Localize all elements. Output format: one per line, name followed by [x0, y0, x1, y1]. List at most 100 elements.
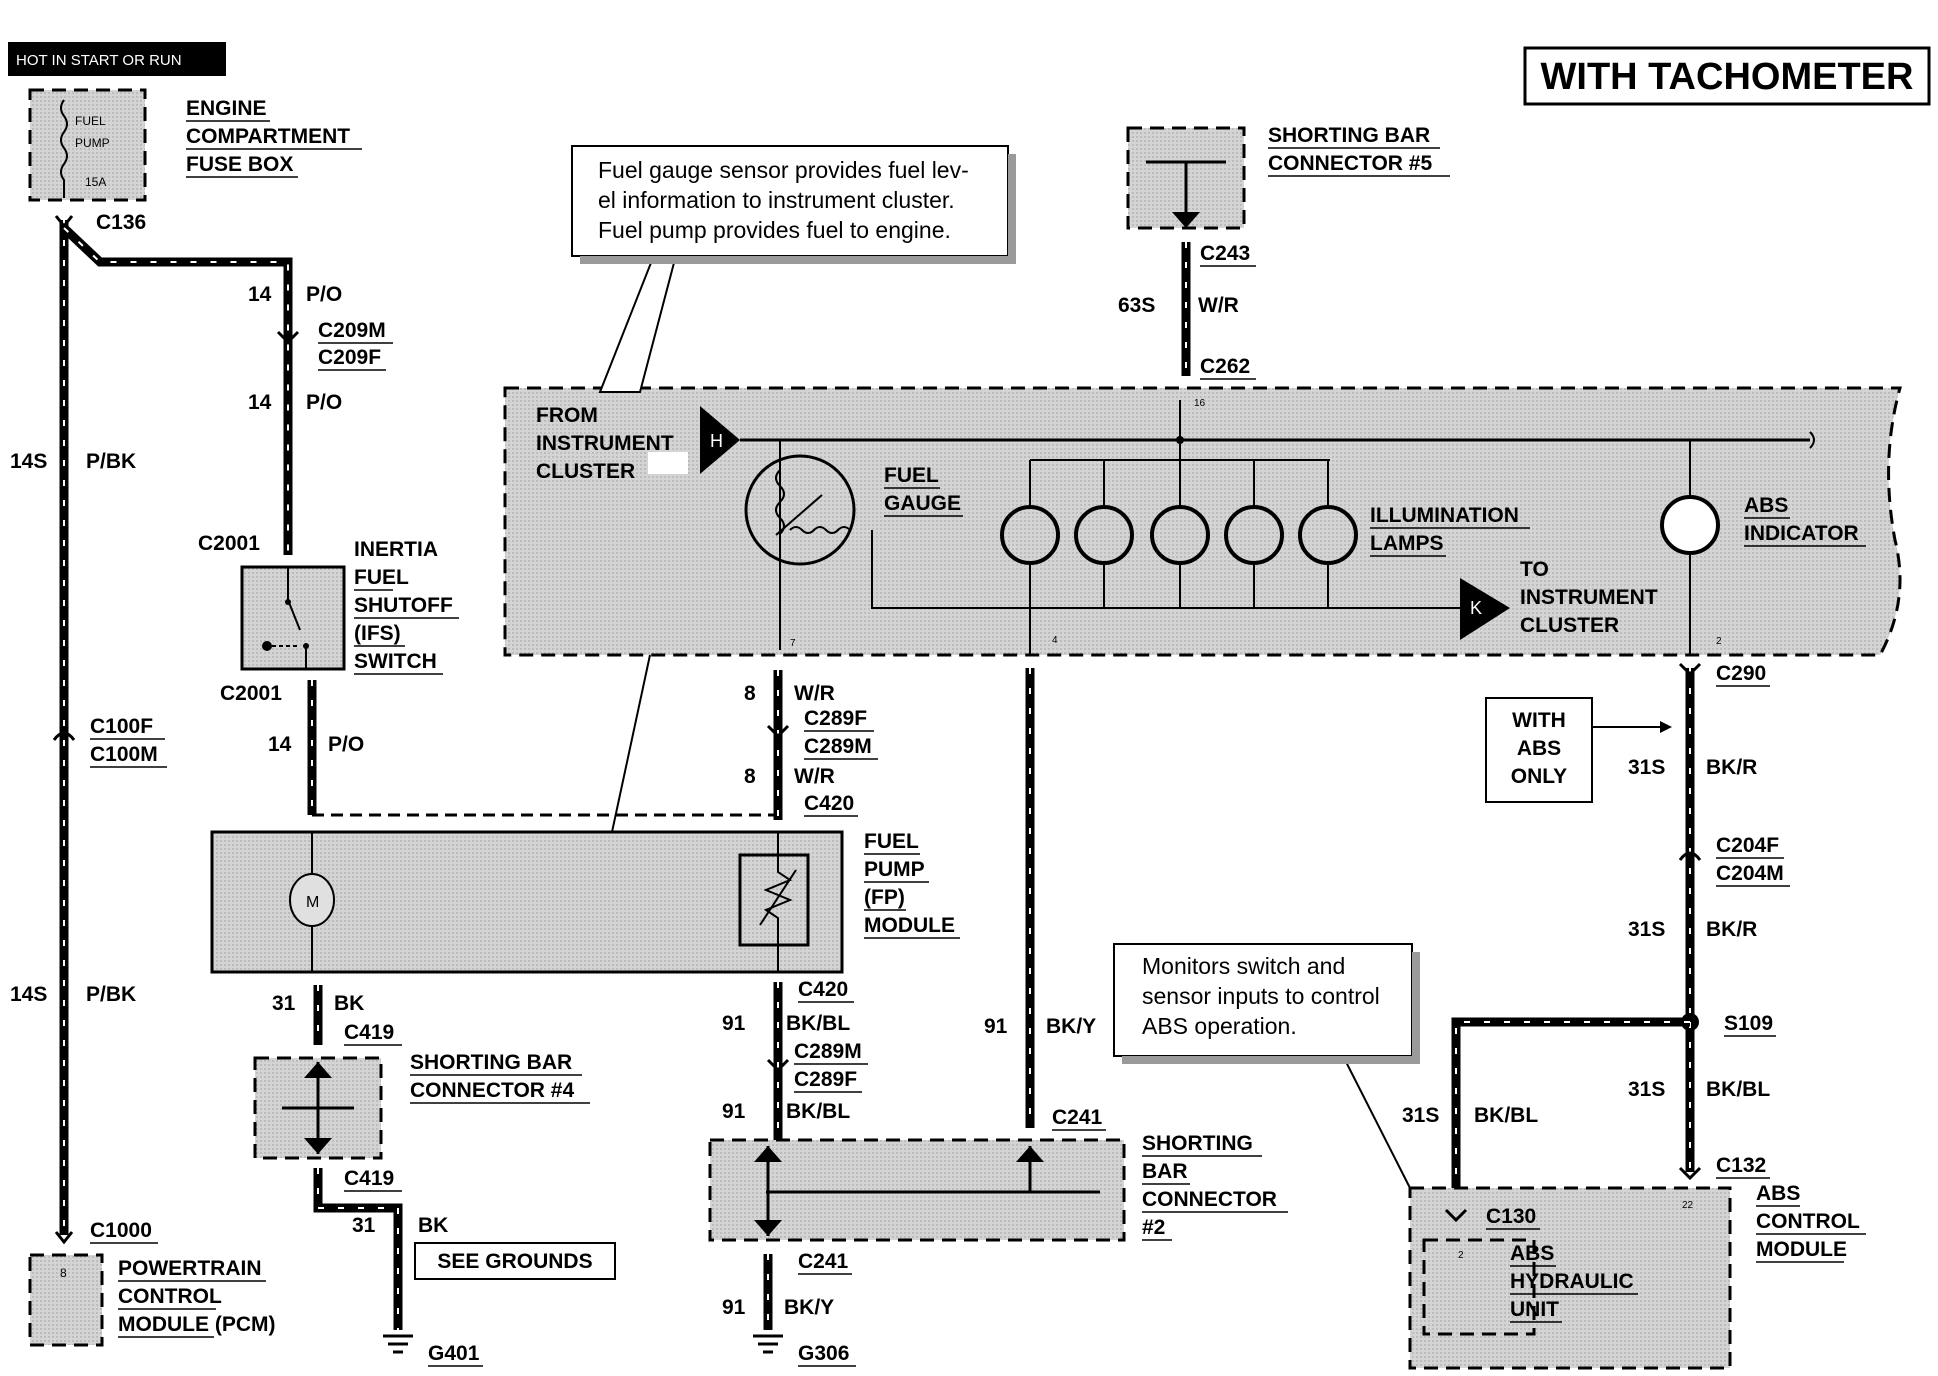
svg-text:14S: 14S: [10, 983, 47, 1006]
svg-text:FUEL: FUEL: [884, 464, 939, 487]
svg-text:4: 4: [1052, 635, 1058, 646]
abs-only-note: WITH ABS ONLY: [1485, 697, 1672, 803]
svg-text:SHUTOFF: SHUTOFF: [354, 594, 453, 617]
svg-text:FUEL: FUEL: [75, 114, 106, 128]
wire-31s-bkbl: 31S BK/BL 31S BK/BL C132: [1402, 1017, 1770, 1205]
svg-text:ABS: ABS: [1510, 1242, 1554, 1265]
svg-text:SWITCH: SWITCH: [354, 650, 437, 673]
svg-text:BK/BL: BK/BL: [1474, 1104, 1538, 1127]
to-instrument-cluster: K TO INSTRUMENT CLUSTER 7 4: [790, 558, 1658, 655]
svg-text:(IFS): (IFS): [354, 622, 401, 645]
connector-c2001-top: C2001: [198, 532, 260, 555]
svg-text:7: 7: [790, 638, 796, 649]
svg-text:BK/BL: BK/BL: [1706, 1078, 1770, 1101]
svg-text:MODULE: MODULE: [864, 914, 955, 937]
svg-text:63S: 63S: [1118, 294, 1155, 317]
wire-31-bk: 31 BK C419: [272, 985, 402, 1046]
svg-text:8: 8: [744, 765, 756, 788]
svg-text:PUMP: PUMP: [864, 858, 925, 881]
svg-text:GAUGE: GAUGE: [884, 492, 961, 515]
svg-text:31: 31: [272, 992, 296, 1015]
svg-text:W/R: W/R: [794, 682, 835, 705]
svg-text:CLUSTER: CLUSTER: [536, 460, 635, 483]
svg-text:BK: BK: [334, 992, 364, 1015]
svg-text:FUEL: FUEL: [354, 566, 409, 589]
svg-text:Monitors switch and: Monitors switch and: [1142, 953, 1345, 979]
svg-text:POWERTRAIN: POWERTRAIN: [118, 1257, 262, 1280]
svg-text:14S: 14S: [10, 450, 47, 473]
svg-text:(FP): (FP): [864, 886, 905, 909]
svg-text:31: 31: [352, 1214, 376, 1237]
svg-text:INERTIA: INERTIA: [354, 538, 438, 561]
svg-text:BK/Y: BK/Y: [784, 1296, 834, 1319]
svg-text:W/R: W/R: [1198, 294, 1239, 317]
svg-text:ABS operation.: ABS operation.: [1142, 1013, 1297, 1039]
connector-c204m: C204M: [1716, 862, 1784, 885]
connector-c243: C243: [1200, 242, 1250, 265]
svg-text:FUEL: FUEL: [864, 830, 919, 853]
svg-text:2: 2: [1716, 636, 1722, 647]
shorting-bar-connector-2: SHORTING BAR CONNECTOR #2: [708, 1132, 1288, 1242]
callout-abs-note: Monitors switch and sensor inputs to con…: [1113, 943, 1420, 1189]
ground-g306: G306: [798, 1342, 849, 1365]
illumination-lamps: ILLUMINATION LAMPS: [1000, 460, 1530, 608]
svg-text:91: 91: [984, 1015, 1008, 1038]
fuse-box-label-3: FUSE BOX: [186, 153, 293, 176]
svg-text:CONNECTOR: CONNECTOR: [1142, 1188, 1277, 1211]
svg-text:P/BK: P/BK: [86, 450, 136, 473]
svg-text:91: 91: [722, 1012, 746, 1035]
connector-c419-top: C419: [344, 1021, 394, 1044]
svg-text:91: 91: [722, 1296, 746, 1319]
svg-text:31S: 31S: [1628, 918, 1665, 941]
svg-text:CONTROL: CONTROL: [118, 1285, 222, 1308]
svg-text:16: 16: [1194, 398, 1206, 409]
wire-91-bky: 91 BK/Y C241: [984, 668, 1106, 1131]
svg-text:M: M: [306, 894, 319, 911]
svg-text:14: 14: [248, 391, 272, 414]
svg-text:#2: #2: [1142, 1216, 1165, 1239]
wire-31s-bkr: C290 31S BK/R C204F C204M 31S BK/R S109: [1628, 662, 1790, 1037]
connector-c289f-top: C289F: [804, 707, 867, 730]
wire-14-po-lower: C2001 14 P/O: [220, 680, 778, 817]
svg-text:91: 91: [722, 1100, 746, 1123]
svg-text:Fuel gauge sensor provides fue: Fuel gauge sensor provides fuel lev-: [598, 157, 969, 183]
connector-c262: C262: [1200, 355, 1250, 378]
svg-text:BK/BL: BK/BL: [786, 1100, 850, 1123]
connector-c100f: C100F: [90, 715, 153, 738]
connector-c290: C290: [1716, 662, 1766, 685]
svg-text:8: 8: [60, 1266, 67, 1280]
connector-c419-bottom: C419: [344, 1167, 394, 1190]
connector-c289m-bottom: C289M: [794, 1040, 862, 1063]
h-input-arrow-icon: [700, 406, 740, 474]
svg-text:BK/Y: BK/Y: [1046, 1015, 1096, 1038]
svg-text:31S: 31S: [1628, 756, 1665, 779]
connector-c132: C132: [1716, 1154, 1766, 1177]
svg-text:22: 22: [1682, 1200, 1694, 1211]
svg-text:ONLY: ONLY: [1511, 765, 1567, 788]
svg-text:P/O: P/O: [306, 283, 342, 306]
svg-text:MODULE: MODULE: [1756, 1238, 1847, 1261]
svg-text:8: 8: [744, 682, 756, 705]
connector-c289m-top: C289M: [804, 735, 872, 758]
wire-8-wr: 8 W/R C289F C289M 8 W/R C420: [744, 670, 878, 820]
svg-text:LAMPS: LAMPS: [1370, 532, 1444, 555]
svg-text:BK/R: BK/R: [1706, 918, 1757, 941]
page-title: WITH TACHOMETER: [1541, 56, 1914, 98]
pump-motor-icon: [289, 873, 335, 927]
svg-text:P/O: P/O: [328, 733, 364, 756]
connector-c136: C136: [96, 211, 146, 234]
svg-text:H: H: [710, 431, 723, 451]
svg-text:ILLUMINATION: ILLUMINATION: [1370, 504, 1519, 527]
svg-text:CONTROL: CONTROL: [1756, 1210, 1860, 1233]
svg-text:CLUSTER: CLUSTER: [1520, 614, 1619, 637]
svg-text:Fuel pump provides fuel to eng: Fuel pump provides fuel to engine.: [598, 217, 951, 243]
fuse-icon: [60, 99, 68, 198]
svg-text:WITH: WITH: [1512, 709, 1566, 732]
svg-text:SHORTING: SHORTING: [1142, 1132, 1253, 1155]
svg-text:INSTRUMENT: INSTRUMENT: [1520, 586, 1658, 609]
hot-label: HOT IN START OR RUN: [16, 52, 182, 69]
see-grounds-label: SEE GROUNDS: [437, 1250, 592, 1273]
shorting-bar-connector-5: SHORTING BAR CONNECTOR #5: [1126, 124, 1450, 230]
